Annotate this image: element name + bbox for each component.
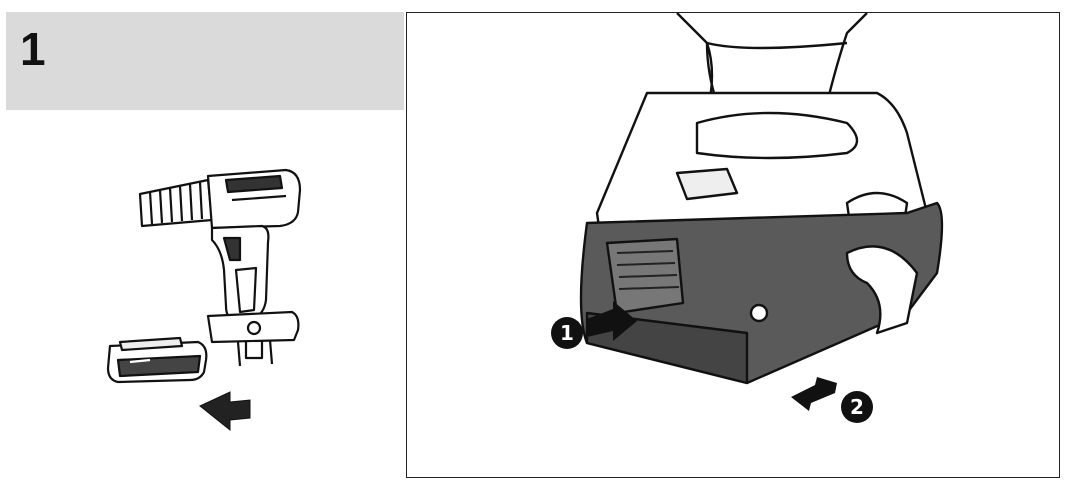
callout-2-label: 2	[850, 395, 864, 419]
callout-1-label: 1	[560, 321, 574, 345]
overview-illustration	[0, 110, 404, 488]
step-header: 1	[6, 12, 404, 110]
slide-arrow-icon	[791, 377, 837, 411]
detail-panel: 1 2	[406, 12, 1060, 478]
arrow-left-icon	[199, 391, 251, 432]
press-arrow-icon	[587, 301, 637, 341]
battery-pack-illustration	[106, 336, 208, 384]
drill-illustration	[106, 168, 302, 432]
callout-1: 1	[551, 317, 583, 349]
callout-2: 2	[841, 391, 873, 423]
step-number: 1	[20, 23, 46, 75]
battery-release-illustration: 1 2	[551, 13, 944, 423]
